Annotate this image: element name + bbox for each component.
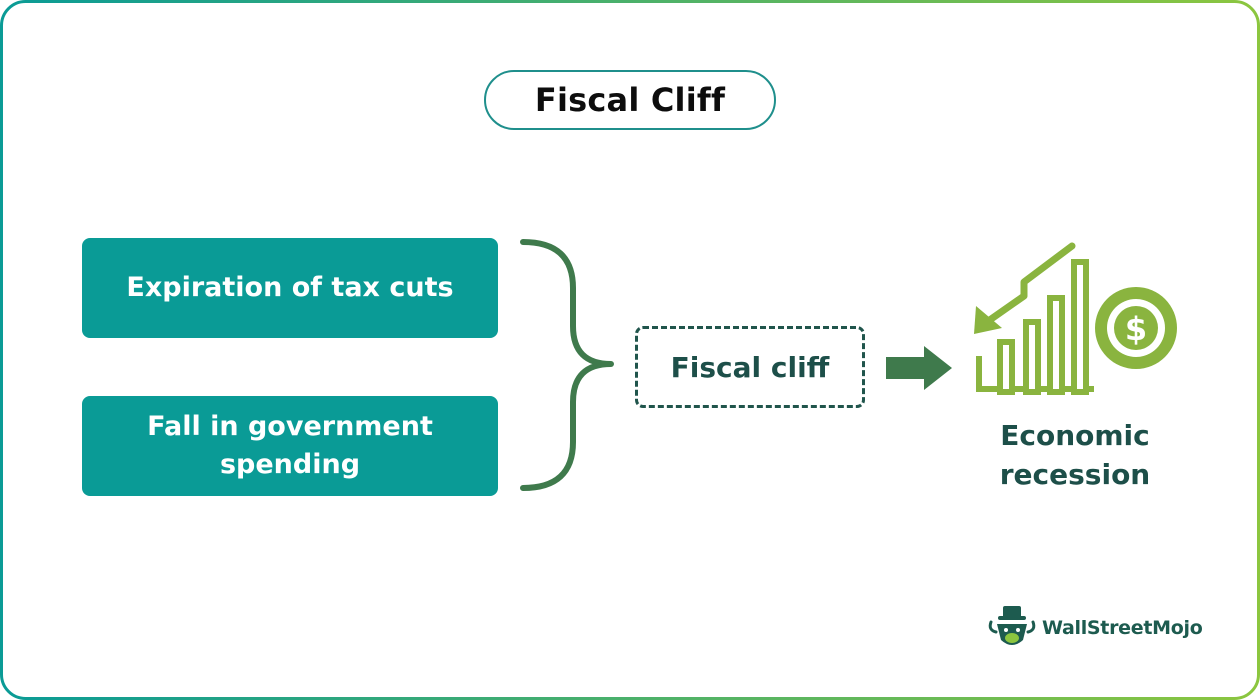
cause-label: Fall in government spending [147,411,433,480]
declining-chart-dollar-icon: $ [974,242,1177,395]
cause-box-tax-cuts: Expiration of tax cuts [82,238,498,338]
fiscal-cliff-label: Fiscal cliff [670,350,830,384]
right-arrow-icon [886,346,952,390]
bull-mascot-icon [988,606,1036,645]
brand-logo: WallStreetMojo [988,606,1203,648]
cause-box-government-spending: Fall in government spending [82,396,498,496]
curly-brace [520,239,614,491]
page-title: Fiscal Cliff [534,81,726,119]
title-pill: Fiscal Cliff [484,70,776,130]
fiscal-cliff-box: Fiscal cliff [635,326,865,408]
brand-name: WallStreetMojo [1042,617,1203,639]
cause-label: Expiration of tax cuts [126,272,454,303]
economic-recession-label: Economic recession [999,419,1151,491]
svg-text:$: $ [1125,310,1147,348]
